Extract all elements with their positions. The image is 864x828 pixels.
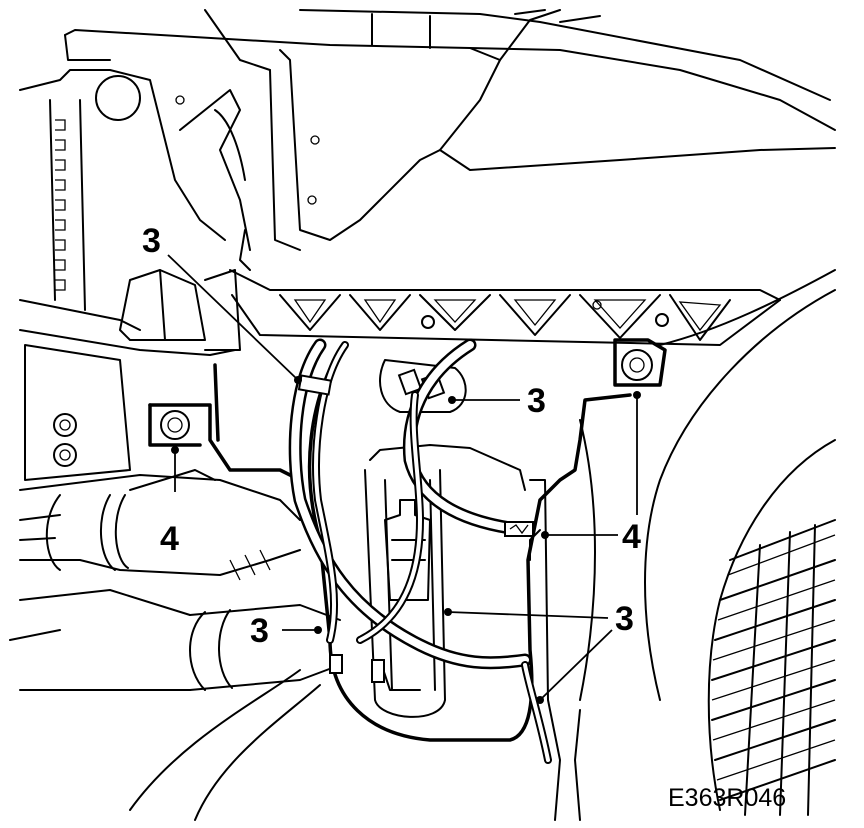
center-bracket [179, 49, 441, 271]
lower-coolant-hose [9, 589, 341, 821]
callout-3-lower-right: 3 [615, 600, 634, 638]
callout-3-top-right: 3 [527, 382, 546, 420]
wheel-arch [579, 269, 836, 811]
headlamp-bracket [19, 269, 241, 481]
callout-3-top-left: 3 [142, 222, 161, 260]
callout-4-right: 4 [622, 518, 641, 556]
callout-3-lower-left: 3 [250, 612, 269, 650]
tyre-tread [711, 519, 836, 816]
right-mount [613, 338, 667, 387]
left-pillar [19, 69, 226, 331]
washer-hoses [288, 338, 552, 764]
callout-4-left: 4 [160, 520, 179, 558]
crossmember-truss [229, 269, 781, 346]
leader-lines [167, 254, 641, 704]
left-mount [148, 363, 302, 482]
hose-clips [297, 374, 534, 537]
washer-reservoir [307, 348, 632, 821]
air-duct [19, 469, 301, 581]
figure-code: E363R046 [668, 784, 786, 812]
upper-body-panel [64, 9, 836, 171]
